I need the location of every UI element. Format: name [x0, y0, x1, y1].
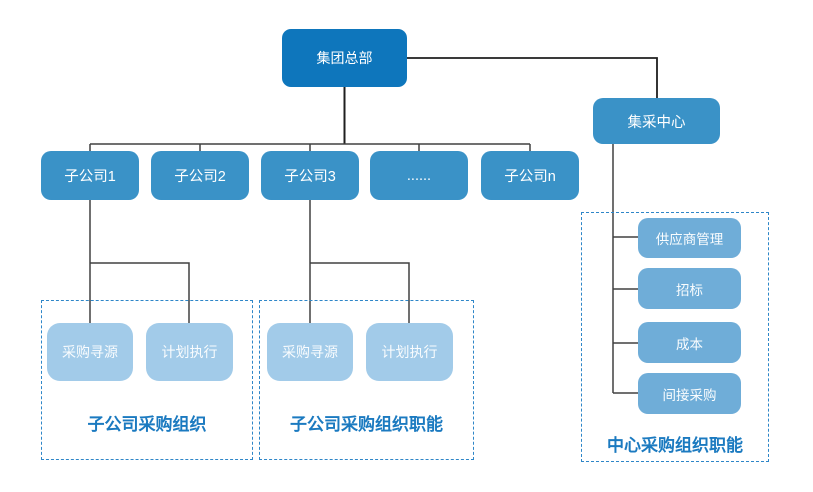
cost-box: 成本 — [638, 322, 741, 363]
subsidiary-n-box: 子公司n — [481, 151, 579, 200]
plan-execution-box-b: 计划执行 — [366, 323, 453, 381]
group-center-org-functions-label: 中心采购组织职能 — [607, 436, 743, 455]
indirect-procurement-box: 间接采购 — [638, 373, 741, 414]
subsidiary-3-box: 子公司3 — [261, 151, 359, 200]
group-subsidiary-org-label: 子公司采购组织 — [87, 415, 207, 434]
subsidiary-2-box: 子公司2 — [151, 151, 249, 200]
group-center-org-functions — [581, 212, 769, 462]
subsidiary-1-box: 子公司1 — [41, 151, 139, 200]
group-subsidiary-org-functions-label: 子公司采购组织职能 — [290, 415, 443, 434]
connector-root-to-center — [407, 57, 658, 98]
plan-execution-box-a: 计划执行 — [146, 323, 233, 381]
bidding-box: 招标 — [638, 268, 741, 309]
group-subsidiary-org — [41, 300, 253, 460]
group-headquarters-box: 集团总部 — [282, 29, 407, 87]
sourcing-box-a: 采购寻源 — [47, 323, 133, 381]
supplier-management-box: 供应商管理 — [638, 218, 741, 258]
procurement-center-box: 集采中心 — [593, 98, 720, 144]
group-subsidiary-org-functions — [259, 300, 474, 460]
subsidiary-ellipsis-box: ...... — [370, 151, 468, 200]
sourcing-box-b: 采购寻源 — [267, 323, 353, 381]
